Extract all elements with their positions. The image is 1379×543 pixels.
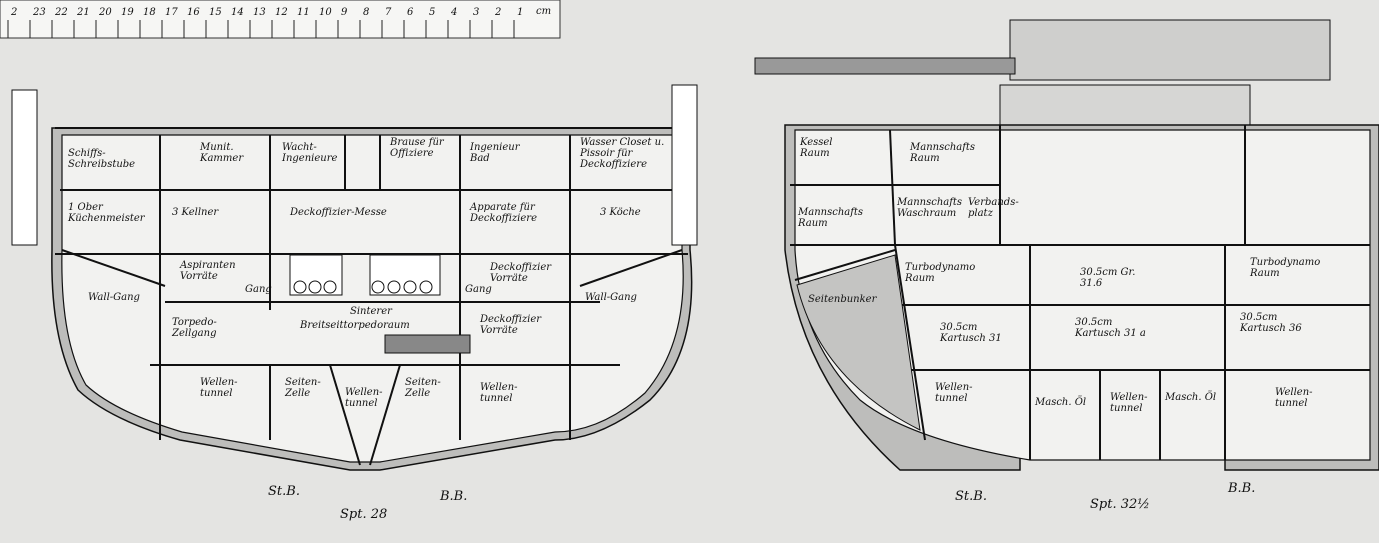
right-hull-section — [754, 19, 1379, 471]
right-room-label: Seitenbunker — [808, 294, 878, 305]
right-room-label: Turbodynamo Raum — [1249, 257, 1323, 279]
ruler-tick-label: 7 — [385, 7, 392, 18]
left-port-label: B.B. — [439, 489, 467, 504]
right-room-label: Wellen-tunnel — [935, 382, 973, 404]
left-room-label: Deckoffizier-Messe — [289, 207, 387, 218]
left-room-label: Wellen-tunnel — [345, 387, 383, 409]
left-room-label: Sinterer — [350, 306, 393, 317]
ruler-unit: cm — [536, 6, 551, 17]
left-room-label: Gang — [465, 284, 492, 295]
ruler-tick-label: 18 — [143, 7, 156, 18]
ruler-tick-label: 16 — [187, 7, 200, 18]
left-room-label: Brause für Offiziere — [389, 137, 447, 159]
right-port-label: B.B. — [1227, 481, 1255, 496]
ruler-tick-label: 14 — [231, 7, 244, 18]
left-room-label: Wall-Gang — [88, 292, 140, 303]
left-room-label: Torpedo-Zellgang — [171, 317, 217, 339]
ruler-tick-label: 4 — [450, 7, 457, 18]
right-room-label: 30.5cm Kartusch 31 — [939, 322, 1002, 344]
left-room-label: Deckoffizier Vorräte — [489, 262, 554, 284]
ruler-tick-label: 13 — [253, 7, 266, 18]
ruler-tick-label: 1 — [517, 7, 523, 18]
ruler-tick-label: 5 — [429, 7, 435, 18]
ruler-tick-label: 23 — [32, 7, 46, 18]
ruler-tick-label: 3 — [473, 7, 479, 18]
right-room-label: 30.5cm Kartusch 36 — [1239, 312, 1302, 334]
ruler-tick-label: 22 — [54, 7, 68, 18]
left-room-label: Wall-Gang — [585, 292, 637, 303]
right-frame-label: Spt. 32½ — [1090, 497, 1150, 512]
ruler-tick-label: 17 — [165, 7, 178, 18]
right-room-label: 30.5cm Gr. 31.6 — [1080, 267, 1139, 289]
right-room-label: Kessel Raum — [799, 137, 836, 159]
right-room-label: Mannschafts Waschraum — [896, 197, 965, 219]
right-room-label: Wellen-tunnel — [1110, 392, 1148, 414]
right-room-label: Masch. Öl — [1034, 396, 1086, 408]
left-hull-section — [11, 84, 698, 471]
ruler-tick-label: 12 — [275, 7, 288, 18]
left-room-label: Munit. Kammer — [199, 142, 244, 164]
right-room-label: 30.5cm Kartusch 31 a — [1074, 317, 1146, 339]
left-room-label: Apparate für Deckoffiziere — [469, 202, 538, 224]
left-room-label: Gang — [245, 284, 272, 295]
ruler-tick-label: 8 — [363, 7, 369, 18]
left-frame-label: Spt. 28 — [340, 507, 387, 522]
ruler-tick-label: 19 — [121, 7, 134, 18]
right-room-label: Mannschafts Raum — [797, 207, 866, 229]
ruler-tick-label: 2 — [10, 7, 17, 18]
ruler-tick-label: 20 — [98, 7, 112, 18]
right-room-label: Mannschafts Raum — [909, 142, 978, 164]
left-room-label: Wacht-Ingenieure — [281, 142, 337, 164]
ruler-tick-label: 21 — [76, 7, 90, 18]
left-room-label: 3 Köche — [600, 207, 641, 218]
left-room-label: 1 Ober Küchenmeister — [67, 202, 146, 224]
left-room-label: Aspiranten Vorräte — [179, 260, 239, 282]
right-room-label: Masch. Öl — [1164, 391, 1216, 403]
ruler-tick-label: 10 — [319, 7, 332, 18]
left-room-label: Seiten-Zelle — [404, 377, 441, 399]
ruler-tick-label: 6 — [407, 7, 414, 18]
left-room-label: Wasser Closet u. Pissoir für Deckoffizie… — [579, 137, 667, 170]
left-room-label: Seiten-Zelle — [284, 377, 321, 399]
ruler-tick-label: 15 — [209, 7, 222, 18]
ruler-tick-label: 2 — [494, 7, 501, 18]
left-room-label: Ingenieur Bad — [469, 142, 523, 164]
right-room-label: Wellen-tunnel — [1275, 387, 1313, 409]
right-room-label: Verbands-platz — [968, 197, 1019, 219]
left-room-label: Wellen-tunnel — [480, 382, 518, 404]
right-starboard-label: St.B. — [955, 489, 987, 504]
left-room-label: Wellen-tunnel — [200, 377, 238, 399]
left-room-label: Breitseittorpedoraum — [299, 320, 410, 331]
left-starboard-label: St.B. — [268, 484, 300, 499]
left-room-label: Deckoffizier Vorräte — [479, 314, 544, 336]
ruler-tick-label: 11 — [297, 7, 310, 18]
right-room-label: Turbodynamo Raum — [904, 262, 978, 284]
left-room-label: 3 Kellner — [172, 207, 219, 218]
ruler-tick-label: 9 — [341, 7, 348, 18]
left-room-label: Schiffs-Schreibstube — [68, 148, 135, 170]
